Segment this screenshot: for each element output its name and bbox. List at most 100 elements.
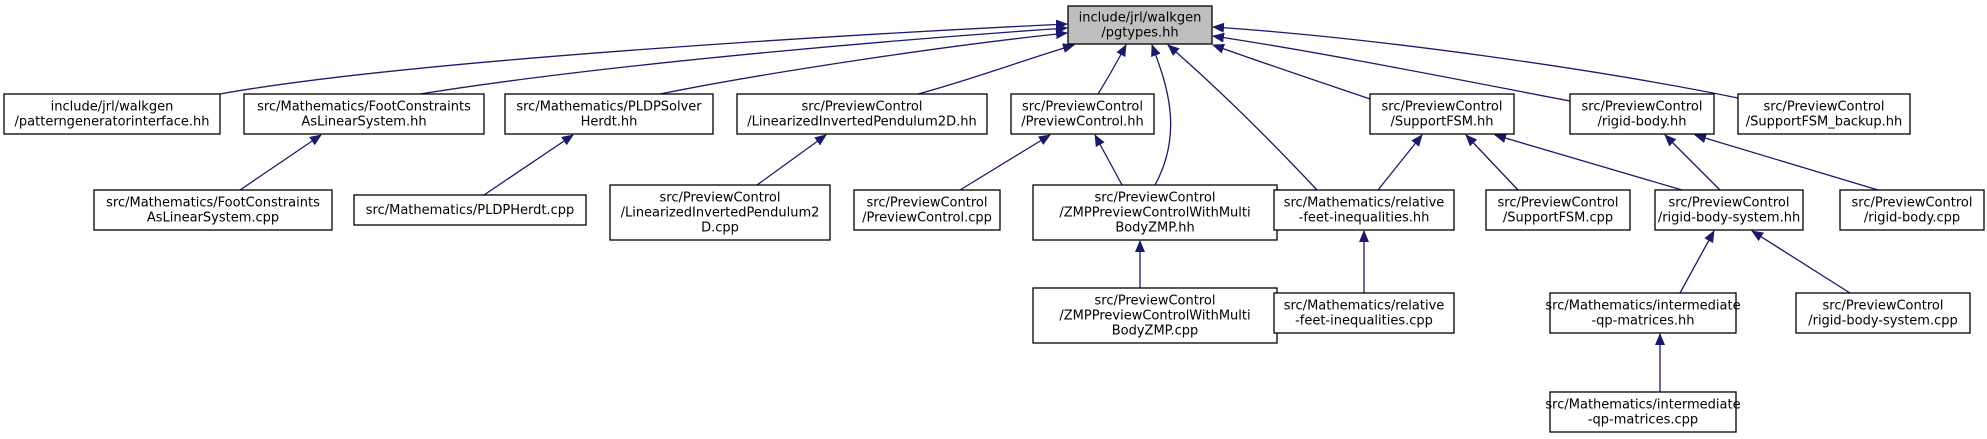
node-box (1795, 292, 1971, 334)
node-label-line: src/PreviewControl (1095, 191, 1216, 206)
node-label-line: -feet-inequalities.hh (1299, 211, 1430, 226)
node-box (1839, 189, 1985, 231)
node-label-line: include/jrl/walkgen (1079, 11, 1202, 26)
node-rbs-hh[interactable]: src/PreviewControl/rigid-body-system.hh (1654, 189, 1804, 231)
node-fcls-cpp[interactable]: src/Mathematics/FootConstraintsAsLinearS… (93, 189, 333, 231)
node-label-line: /rigid-body.hh (1597, 115, 1686, 130)
node-zmp-cpp[interactable]: src/PreviewControl/ZMPPreviewControlWith… (1032, 287, 1278, 344)
node-lip-hh[interactable]: src/PreviewControl/LinearizedInvertedPen… (736, 93, 988, 135)
node-label-line: src/PreviewControl (1498, 196, 1619, 211)
node-label-line: src/PreviewControl (867, 196, 988, 211)
node-zmp-hh[interactable]: src/PreviewControl/ZMPPreviewControlWith… (1032, 184, 1278, 241)
edge-sfsmb_hh-to-root (1212, 22, 1739, 99)
edge-pldp_cpp-to-pldp_hh (483, 134, 574, 196)
edge-rb_hh-to-root (1212, 32, 1571, 102)
node-label-line: src/PreviewControl (1582, 100, 1703, 115)
edge-iqp_hh-to-rbs_hh (1679, 230, 1715, 294)
node-label-line: src/PreviewControl (660, 191, 781, 206)
node-box (93, 189, 333, 231)
node-label-line: src/PreviewControl (1095, 294, 1216, 309)
edge-pc_cpp-to-pc_hh (959, 134, 1051, 191)
edge-lip_hh-to-root (917, 43, 1075, 95)
edge-sfsm_cpp-to-sfsm_hh (1465, 134, 1519, 191)
node-sfsm-cpp[interactable]: src/PreviewControl/SupportFSM.cpp (1485, 189, 1631, 231)
node-rfi-hh[interactable]: src/Mathematics/relative-feet-inequaliti… (1273, 189, 1455, 231)
node-label-line: src/PreviewControl (1764, 100, 1885, 115)
node-label-line: src/Mathematics/intermediate (1545, 299, 1740, 314)
edge-lip_cpp-to-lip_hh (756, 134, 827, 186)
node-label-line: /rigid-body.cpp (1864, 211, 1960, 226)
node-box (3, 93, 221, 135)
node-pc-hh[interactable]: src/PreviewControl/PreviewControl.hh (1010, 93, 1155, 135)
node-label-line: src/PreviewControl (1022, 100, 1143, 115)
node-label-line: /SupportFSM.hh (1390, 115, 1493, 130)
node-fcls-hh[interactable]: src/Mathematics/FootConstraintsAsLinearS… (243, 93, 485, 135)
node-label-line: /patterngeneratorinterface.hh (15, 115, 210, 130)
node-label-line: /SupportFSM_backup.hh (1746, 115, 1903, 130)
node-box (1549, 391, 1737, 433)
edge-fcls_hh-to-root (419, 23, 1068, 95)
edges-layer (219, 19, 1879, 392)
node-label-line: /LinearizedInvertedPendulum2 (621, 206, 820, 221)
node-label-line: -qp-matrices.cpp (1588, 413, 1698, 428)
node-label-line: /PreviewControl.cpp (862, 211, 992, 226)
node-box (609, 184, 831, 241)
node-sfsm-hh[interactable]: src/PreviewControl/SupportFSM.hh (1369, 93, 1515, 135)
edge-rfi_hh-to-root (1167, 44, 1318, 191)
edge-rbs_hh-to-rb_hh (1664, 134, 1721, 191)
edge-rbs_cpp-to-rbs_hh (1751, 230, 1851, 294)
node-rb-cpp[interactable]: src/PreviewControl/rigid-body.cpp (1839, 189, 1985, 231)
node-label-line: AsLinearSystem.hh (301, 115, 426, 130)
node-lip-cpp[interactable]: src/PreviewControl/LinearizedInvertedPen… (609, 184, 831, 241)
node-rb-hh[interactable]: src/PreviewControl/rigid-body.hh (1569, 93, 1715, 135)
node-box (1273, 292, 1455, 334)
node-label-line: src/PreviewControl (802, 100, 923, 115)
node-label-line: BodyZMP.cpp (1112, 324, 1199, 339)
node-label-line: -qp-matrices.hh (1591, 314, 1694, 329)
node-box (1369, 93, 1515, 135)
node-label-line: /SupportFSM.cpp (1503, 211, 1613, 226)
edge-zmp_hh-to-pc_hh (1094, 134, 1123, 186)
node-box (1737, 93, 1911, 135)
node-label-line: src/Mathematics/FootConstraints (257, 100, 471, 115)
node-box (353, 194, 587, 226)
nodes-layer: include/jrl/walkgen/pgtypes.hhinclude/jr… (3, 5, 1985, 433)
edge-pldp_hh-to-root (659, 29, 1068, 95)
node-box (1010, 93, 1155, 135)
node-box (1569, 93, 1715, 135)
node-label-line: src/Mathematics/FootConstraints (106, 196, 320, 211)
node-label-line: BodyZMP.hh (1115, 221, 1194, 236)
node-label-line: /ZMPPreviewControlWithMulti (1059, 309, 1250, 324)
node-label-line: /LinearizedInvertedPendulum2D.hh (747, 115, 976, 130)
node-box (1032, 287, 1278, 344)
node-box (1273, 189, 1455, 231)
node-iqp-cpp[interactable]: src/Mathematics/intermediate-qp-matrices… (1545, 391, 1741, 433)
node-iqp-hh[interactable]: src/Mathematics/intermediate-qp-matrices… (1545, 292, 1741, 334)
node-rbs-cpp[interactable]: src/PreviewControl/rigid-body-system.cpp (1795, 292, 1971, 334)
node-box (736, 93, 988, 135)
node-label-line: src/PreviewControl (1852, 196, 1973, 211)
edge-zmp_hh-to-root (1151, 44, 1172, 186)
node-box (1485, 189, 1631, 231)
node-pgi[interactable]: include/jrl/walkgen/patterngeneratorinte… (3, 93, 221, 135)
node-root[interactable]: include/jrl/walkgen/pgtypes.hh (1067, 5, 1213, 45)
node-box (1549, 292, 1737, 334)
node-rfi-cpp[interactable]: src/Mathematics/relative-feet-inequaliti… (1273, 292, 1455, 334)
node-label-line: /ZMPPreviewControlWithMulti (1059, 206, 1250, 221)
edge-rbs_hh-to-sfsm_hh (1494, 133, 1683, 191)
node-label-line: Herdt.hh (581, 115, 638, 130)
node-label-line: src/Mathematics/PLDPHerdt.cpp (366, 203, 574, 218)
node-box (853, 189, 1001, 231)
node-label-line: include/jrl/walkgen (51, 100, 174, 115)
node-pldp-cpp[interactable]: src/Mathematics/PLDPHerdt.cpp (353, 194, 587, 226)
node-label-line: src/PreviewControl (1382, 100, 1503, 115)
node-label-line: /rigid-body-system.hh (1658, 211, 1800, 226)
edge-rb_cpp-to-rb_hh (1694, 133, 1879, 191)
node-label-line: -feet-inequalities.cpp (1295, 314, 1433, 329)
node-pc-cpp[interactable]: src/PreviewControl/PreviewControl.cpp (853, 189, 1001, 231)
node-sfsmb-hh[interactable]: src/PreviewControl/SupportFSM_backup.hh (1737, 93, 1911, 135)
node-label-line: src/Mathematics/relative (1284, 196, 1445, 211)
node-box (1032, 184, 1278, 241)
